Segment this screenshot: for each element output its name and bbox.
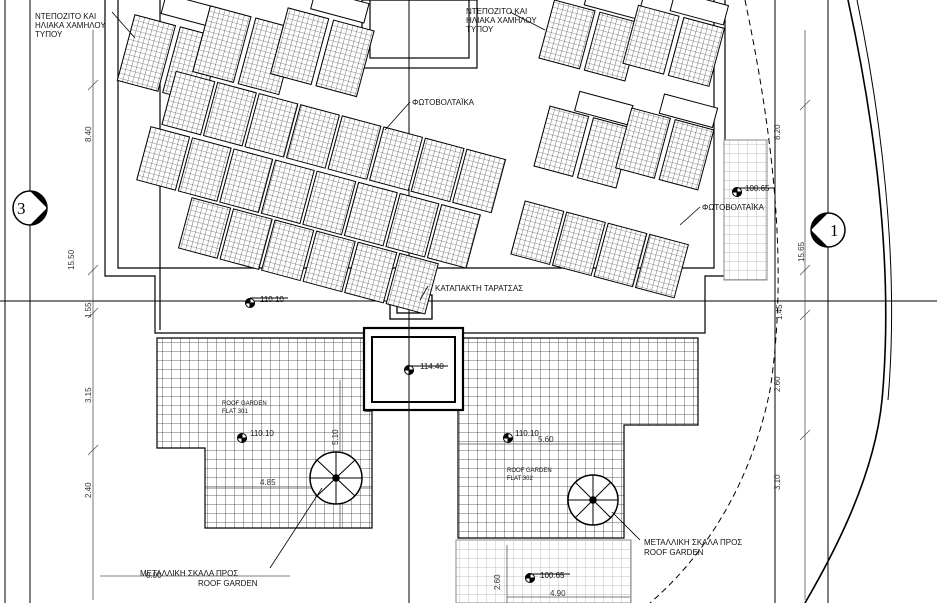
solar-heaters-label-left-3: ΤΥΠΟΥ: [35, 30, 63, 39]
level-marker-stair: [403, 364, 448, 376]
solar-heaters-right: [533, 0, 730, 191]
solar-heaters-label-left-2: ΗΛΙΑΚΑ ΧΑΜΗΛΟΥ: [35, 21, 106, 30]
level-text-east: 100.65: [745, 184, 770, 193]
dim-left-5: 2.40: [84, 482, 93, 498]
photovoltaic-array-right: [510, 200, 689, 299]
dim-right-3: 1.45: [775, 304, 784, 320]
dim-garden-left-depth: 5.10: [331, 429, 340, 445]
level-text-garden-left: 110.10: [250, 429, 274, 438]
dim-left-4: 3.15: [84, 387, 93, 403]
level-marker-garden-left: [236, 432, 248, 444]
level-marker-east: [731, 186, 775, 198]
east-strip: [723, 139, 768, 281]
roof-garden-right-label-2: FLAT 302: [507, 476, 533, 482]
spiral-stair-label-left-2: ROOF GARDEN: [198, 579, 258, 588]
solar-heaters-label-right-3: ΤΥΠΟΥ: [466, 25, 494, 34]
solar-heaters-label-right-2: ΗΛΙΑΚΑ ΧΑΜΗΛΟΥ: [466, 16, 537, 25]
roof-garden-left-label-2: FLAT 301: [222, 409, 248, 415]
dim-bottom-depth: 2.60: [493, 574, 502, 590]
axis-label-1: 1: [830, 221, 839, 240]
solar-heaters-left: [116, 0, 375, 105]
annotations: ΝΤΕΠΟΖΙΤΟ ΚΑΙ ΗΛΙΑΚΑ ΧΑΜΗΛΟΥ ΤΥΠΟΥ ΝΤΕΠΟ…: [35, 7, 770, 588]
spiral-stair-right: [567, 474, 619, 526]
dimension-texts: 8.40 15.50 1.55 3.15 2.40 8.20 15.65 1.4…: [67, 124, 806, 598]
axis-marker-1: 1: [810, 212, 846, 248]
dim-right-5: 3.10: [773, 474, 782, 490]
dim-left-2: 15.50: [67, 249, 76, 270]
photovoltaics-label-right: ΦΩΤΟΒΟΛΤΑΪΚΑ: [702, 203, 765, 212]
south-strip: [455, 539, 632, 603]
level-marker-south: [524, 572, 570, 584]
dim-left-3: 1.55: [84, 302, 93, 318]
dim-garden-left-width: 4.85: [260, 478, 276, 487]
spiral-stair-label-right-1: ΜΕΤΑΛΛΙΚΗ ΣΚΑΛΑ ΠΡΟΣ: [644, 538, 742, 547]
photovoltaic-array-center: [136, 70, 507, 315]
photovoltaics-label-center: ΦΩΤΟΒΟΛΤΑΪΚΑ: [412, 98, 475, 107]
dim-garden-right-width: 5.60: [538, 435, 554, 444]
spiral-stair-label-left-1: ΜΕΤΑΛΛΙΚΗ ΣΚΑΛΑ ΠΡΟΣ: [140, 569, 238, 578]
level-text-roof: 110.10: [260, 295, 284, 304]
dim-right-4: 2.60: [773, 376, 782, 392]
level-text-stair: 114.40: [420, 362, 444, 371]
dim-bottom-width: 4.90: [550, 589, 566, 598]
solar-heaters-label-right-1: ΝΤΕΠΟΖΙΤΟ ΚΑΙ: [466, 7, 527, 16]
roof-garden-right-label-1: ROOF GARDEN: [507, 468, 552, 474]
axis-marker-3: 3: [12, 190, 48, 226]
roof-garden-right: [457, 337, 699, 539]
axis-label-3: 3: [17, 199, 26, 218]
level-marker-roof: [244, 297, 288, 309]
level-text-garden-right: 110.10: [515, 429, 539, 438]
level-marker-garden-right: [502, 432, 514, 444]
spiral-stair-left: [309, 451, 363, 505]
level-text-south: 100.65: [540, 571, 565, 580]
dim-right-2: 15.65: [797, 241, 806, 262]
dim-right-1: 8.20: [773, 124, 782, 140]
solar-heaters-label-left-1: ΝΤΕΠΟΖΙΤΟ ΚΑΙ: [35, 12, 96, 21]
roof-garden-left-label-1: ROOF GARDEN: [222, 401, 267, 407]
roof-hatch-label: ΚΑΤΑΠΑΚΤΗ ΤΑΡΑΤΣΑΣ: [435, 284, 523, 293]
dimension-lines: [87, 30, 811, 603]
dim-left-1: 8.40: [84, 126, 93, 142]
curved-boundary: [649, 0, 893, 603]
leader-lines: [111, 11, 701, 569]
dim-bottom-left: 0.00: [146, 571, 162, 580]
spiral-stair-label-right-2: ROOF GARDEN: [644, 548, 704, 557]
level-markers: [236, 186, 775, 584]
